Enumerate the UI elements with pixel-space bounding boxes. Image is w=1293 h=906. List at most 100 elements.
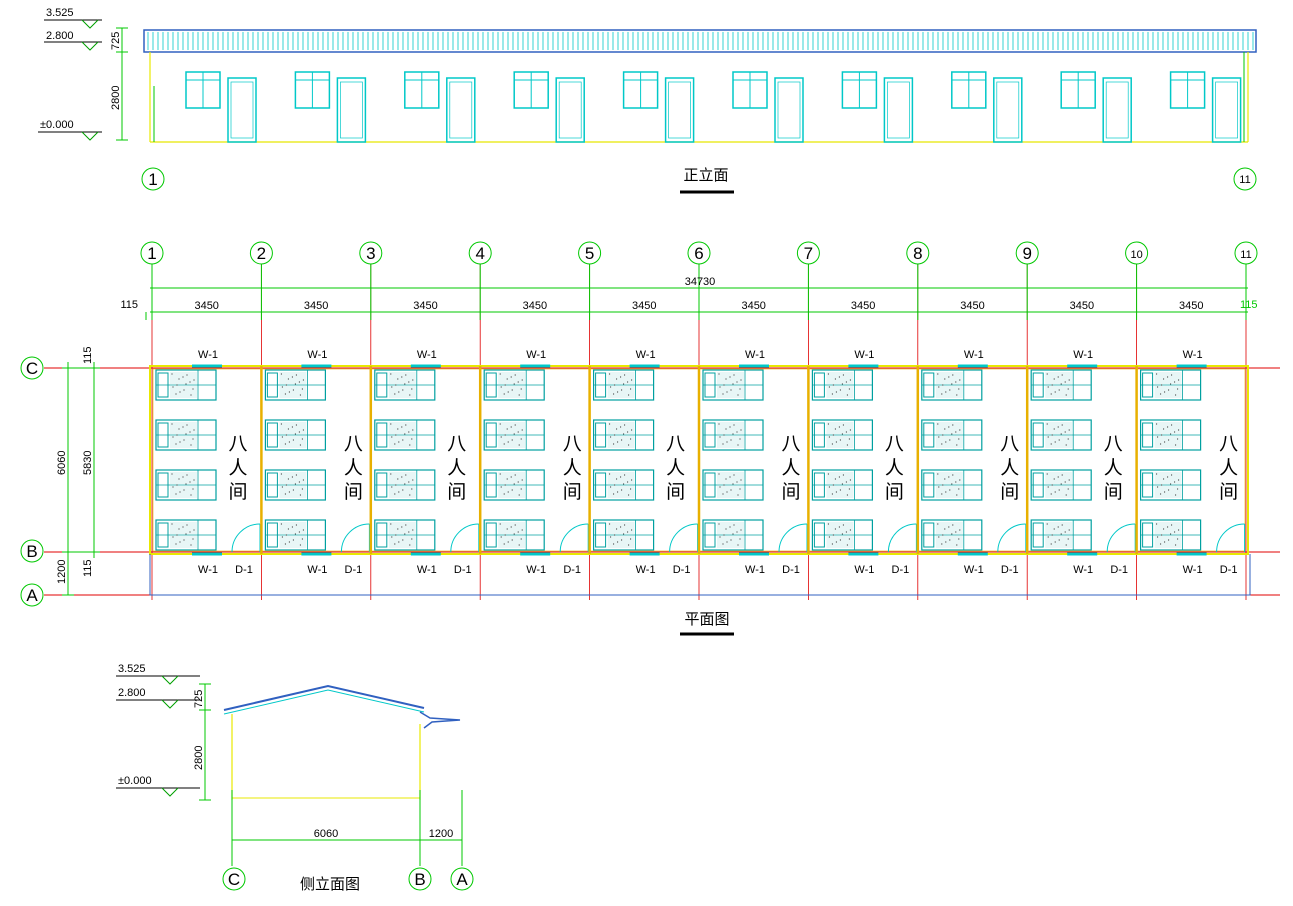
plan-depth-inner: 5830 [82, 451, 94, 475]
plan-bay-dim: 3450 [1179, 300, 1203, 312]
front-elevation: 3.525 2.800 ±0.000 725 2800 [38, 7, 1257, 194]
bunk-bed [483, 419, 545, 451]
plan-window-top-label: W-1 [964, 349, 984, 361]
plan-bay-dim: 3450 [741, 300, 765, 312]
front-level-ground: ±0.000 [40, 119, 74, 131]
front-door [555, 77, 585, 143]
plan-bay-dim: 3450 [413, 300, 437, 312]
bunk-bed [811, 369, 874, 401]
room-label-char: 八 [666, 434, 685, 455]
bunk-bed [1139, 519, 1202, 551]
bunk-bed [921, 369, 983, 401]
bunk-bed [264, 469, 326, 501]
plan-axis-label: 3 [366, 244, 375, 263]
bunk-bed [483, 519, 545, 551]
plan-door-label: D-1 [563, 564, 581, 576]
plan-title: 平面图 [684, 611, 729, 628]
plan-edge-left: 115 [120, 299, 138, 311]
room-label-char: 八 [781, 434, 800, 455]
plan-bay-dim: 3450 [304, 300, 328, 312]
plan-door-label: D-1 [892, 564, 910, 576]
plan-window-top-label: W-1 [745, 349, 765, 361]
room-label-char: 间 [344, 481, 363, 503]
front-elevation-title: 正立面 [683, 167, 728, 184]
bunk-bed [702, 369, 764, 401]
side-elevation-title: 侧立面图 [300, 876, 360, 893]
plan-axis-circle [140, 241, 164, 265]
front-door [883, 77, 914, 143]
plan-bay-dim: 3450 [960, 300, 984, 312]
room-label-char: 人 [1000, 457, 1019, 479]
plan-axis-label: 1 [147, 244, 156, 263]
plan-axis-circle [578, 241, 602, 265]
front-bay-openings [622, 71, 695, 143]
front-bay-openings [732, 71, 804, 143]
room-label-char: 人 [666, 457, 685, 479]
bunk-bed [155, 469, 217, 501]
front-bay-openings [404, 71, 476, 143]
plan-window-bottom-label: W-1 [636, 564, 656, 576]
plan-window-top-label: W-1 [1183, 349, 1203, 361]
side-width-corridor: 1200 [429, 828, 453, 840]
room-label-char: 间 [447, 481, 466, 503]
plan-window-bottom-label: W-1 [854, 564, 874, 576]
plan-axis-circle [359, 241, 383, 265]
bunk-bed [592, 469, 655, 501]
plan-axis-label: 9 [1022, 244, 1031, 263]
bunk-bed [921, 469, 983, 501]
side-level-ground: ±0.000 [118, 775, 152, 787]
plan-window-top-label: W-1 [1073, 349, 1093, 361]
plan-window-bottom-label: W-1 [1183, 564, 1203, 576]
plan-bay-dim: 3450 [632, 300, 656, 312]
front-dim-roof: 725 [110, 32, 122, 50]
plan-window-bottom-label: W-1 [1073, 564, 1093, 576]
room-label-char: 间 [563, 481, 582, 503]
side-dim-wall: 2800 [193, 746, 205, 770]
bunk-bed [1139, 469, 1202, 501]
bunk-bed [483, 469, 545, 501]
side-width-main: 6060 [314, 828, 338, 840]
room-label-char: 间 [228, 481, 247, 503]
room-label-char: 人 [781, 457, 800, 479]
front-roof [143, 29, 1257, 53]
room-label-char: 八 [1104, 434, 1123, 455]
plan-wall-top: 115 [82, 346, 94, 364]
plan-window-bottom-label: W-1 [417, 564, 437, 576]
bunk-bed [483, 369, 545, 401]
plan-window-bottom-label: W-1 [198, 564, 218, 576]
plan-axis-label: 4 [475, 244, 484, 263]
plan-window-top-label: W-1 [636, 349, 656, 361]
bunk-bed [155, 519, 217, 551]
side-elevation: 3.525 2.800 ±0.000 725 2800 606 [116, 663, 474, 893]
plan-door-label: D-1 [454, 564, 472, 576]
side-axis-c: C [228, 870, 240, 889]
room-label-char: 间 [1104, 481, 1123, 503]
room-label-char: 八 [447, 434, 466, 455]
plan-axis-label: 5 [585, 244, 594, 263]
bunk-bed [1139, 419, 1202, 451]
plan-bay-dim: 3450 [1070, 300, 1094, 312]
plan-window-top-label: W-1 [417, 349, 437, 361]
room-label-char: 人 [885, 457, 904, 479]
plan-edge-right: 115 [1240, 299, 1258, 311]
plan-axis-c: C [26, 359, 38, 378]
front-level-top: 3.525 [46, 7, 74, 19]
front-bay-openings [1169, 71, 1242, 143]
front-dim-wall: 2800 [110, 86, 122, 110]
room-label-char: 八 [563, 434, 582, 455]
plan-door-label: D-1 [1220, 564, 1238, 576]
plan-door-label: D-1 [235, 564, 253, 576]
bunk-bed [921, 519, 983, 551]
front-axis-right: 11 [1239, 174, 1250, 186]
front-bay-openings [951, 71, 1023, 143]
plan-door-label: D-1 [345, 564, 363, 576]
bunk-bed [1030, 519, 1092, 551]
bunk-bed [264, 419, 326, 451]
front-bay-openings [513, 71, 585, 143]
